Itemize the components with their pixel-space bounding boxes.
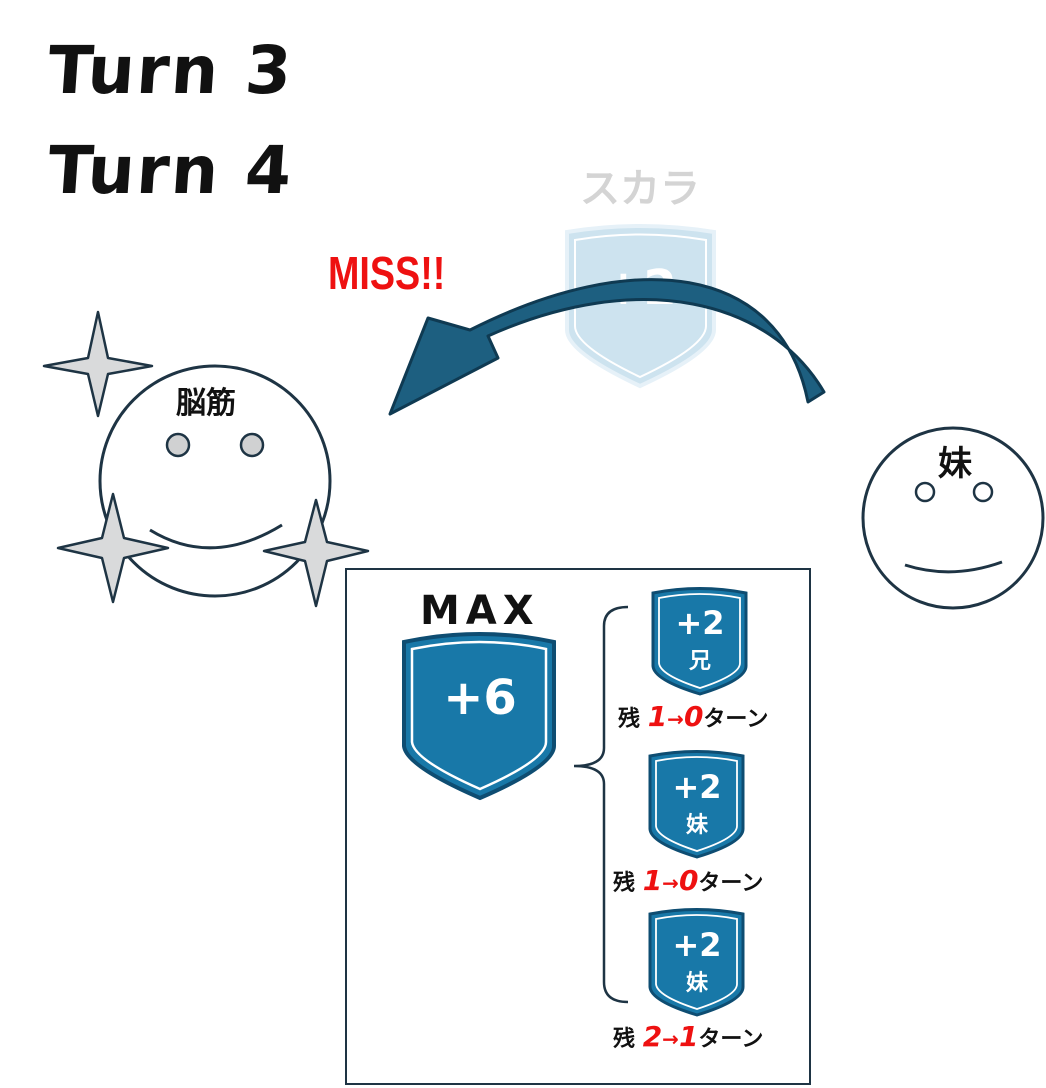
buff-remaining-1: 残 1→0ターン [613, 864, 763, 897]
remain-from: 1 [647, 700, 668, 733]
buff-shield-value-2: +2 [672, 926, 721, 964]
buff-shield-source-1: 妹 [686, 813, 709, 838]
remain-arrow: → [662, 871, 679, 895]
character-right-face [861, 426, 1045, 610]
sparkle-icon-bottom-left [56, 492, 170, 604]
remain-prefix: 残 [613, 871, 636, 896]
max-label: MAX [420, 588, 540, 634]
max-shield-icon: +6 [402, 632, 556, 801]
remain-from: 1 [642, 864, 663, 897]
remain-suffix: ターン [698, 1027, 764, 1052]
character-right-name: 妹 [938, 444, 972, 484]
remain-prefix: 残 [613, 1027, 636, 1052]
remain-arrow: → [662, 1027, 679, 1051]
sparkle-icon-top [42, 310, 154, 418]
remain-arrow: → [667, 707, 684, 731]
max-shield-value: +6 [443, 670, 517, 726]
remain-to: 0 [678, 864, 699, 897]
character-left-name: 脳筋 [176, 386, 236, 421]
buff-shield-source-2: 妹 [686, 971, 709, 996]
brace [573, 605, 629, 1004]
buff-shield-icon-0: +2 兄 [651, 587, 748, 696]
buff-shield-source-0: 兄 [688, 649, 711, 674]
buff-remaining-0: 残 1→0ターン [618, 700, 768, 733]
remain-to: 1 [678, 1020, 699, 1053]
buff-shield-icon-2: +2 妹 [648, 908, 745, 1017]
buff-shield-value-1: +2 [672, 768, 721, 806]
buff-remaining-2: 残 2→1ターン [613, 1020, 763, 1053]
remain-to: 0 [683, 700, 704, 733]
remain-from: 2 [642, 1020, 663, 1053]
character-left-face [98, 364, 332, 598]
skill-name: スカラ [580, 166, 700, 212]
remain-suffix: ターン [703, 707, 769, 732]
sparkle-icon-bottom-right [262, 498, 370, 608]
remain-prefix: 残 [618, 707, 641, 732]
miss-text: MISS!! [328, 247, 446, 299]
buff-shield-icon-1: +2 妹 [648, 750, 745, 859]
curved-arrow-icon [388, 278, 826, 416]
buff-shield-value-0: +2 [675, 604, 724, 642]
remain-suffix: ターン [698, 871, 764, 896]
